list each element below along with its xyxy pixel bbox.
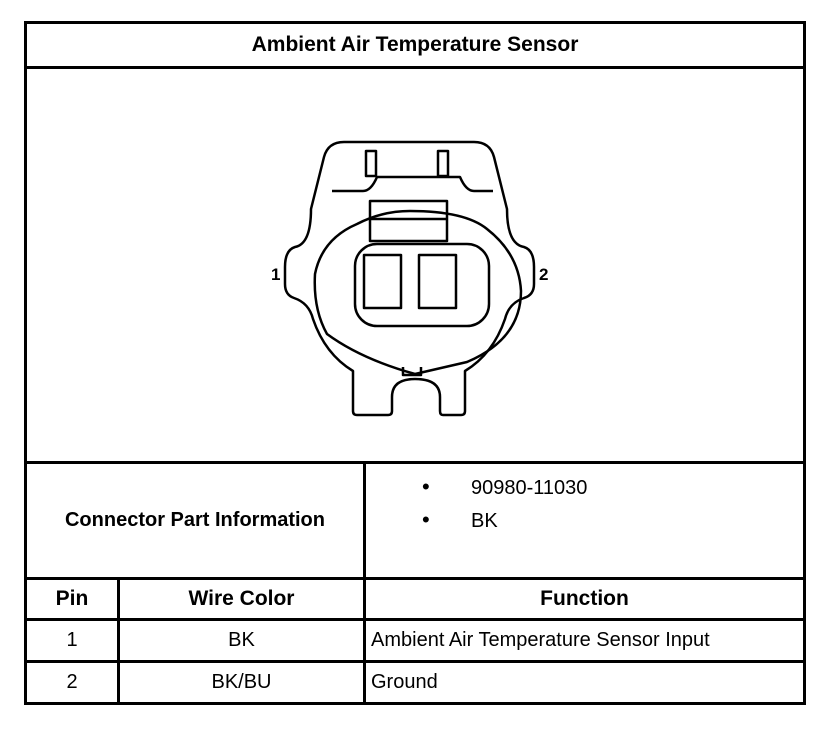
- connector-part-info-label: Connector Part Information: [27, 464, 366, 577]
- function-cell: Ground: [371, 671, 438, 693]
- connector-color: BK: [471, 510, 498, 532]
- connector-part-info-list: • 90980-11030 • BK: [366, 464, 803, 577]
- connector-top-shroud: [332, 175, 493, 193]
- header-function: Function: [540, 587, 629, 610]
- connector-diagram: 1 2: [27, 69, 803, 464]
- connector-outer-housing: [283, 140, 536, 417]
- pin-table-header: Pin Wire Color Function: [27, 580, 803, 621]
- part-number: 90980-11030: [471, 477, 588, 499]
- connector-part-info-row: Connector Part Information • 90980-11030…: [27, 464, 803, 580]
- header-pin: Pin: [27, 580, 120, 618]
- latch-tab-right: [436, 149, 450, 178]
- bullet-icon: •: [422, 507, 430, 532]
- terminal-cavity-block: [353, 242, 491, 328]
- pin-2-cavity: [417, 253, 458, 310]
- table-row: 2 BK/BU Ground: [27, 663, 803, 702]
- wire-color-cell: BK/BU: [120, 663, 366, 702]
- pin-cell: 1: [27, 621, 120, 660]
- pin-cell: 2: [27, 663, 120, 702]
- bottom-notch: [401, 367, 423, 377]
- page-title: Ambient Air Temperature Sensor: [27, 24, 803, 69]
- table-row: 1 BK Ambient Air Temperature Sensor Inpu…: [27, 621, 803, 663]
- wire-color-cell: BK: [120, 621, 366, 660]
- bullet-icon: •: [422, 474, 430, 499]
- connector-face-drawing: [283, 140, 536, 417]
- function-cell: Ambient Air Temperature Sensor Input: [371, 629, 710, 651]
- pin-label-1: 1: [271, 265, 281, 284]
- connector-inner-contour: [313, 209, 523, 376]
- pin-label-2: 2: [539, 265, 549, 284]
- locking-bar: [368, 199, 449, 243]
- header-wire-color: Wire Color: [120, 580, 366, 618]
- latch-tab-left: [364, 149, 378, 178]
- connector-table-frame: Ambient Air Temperature Sensor: [24, 21, 806, 705]
- pin-1-cavity: [362, 253, 403, 310]
